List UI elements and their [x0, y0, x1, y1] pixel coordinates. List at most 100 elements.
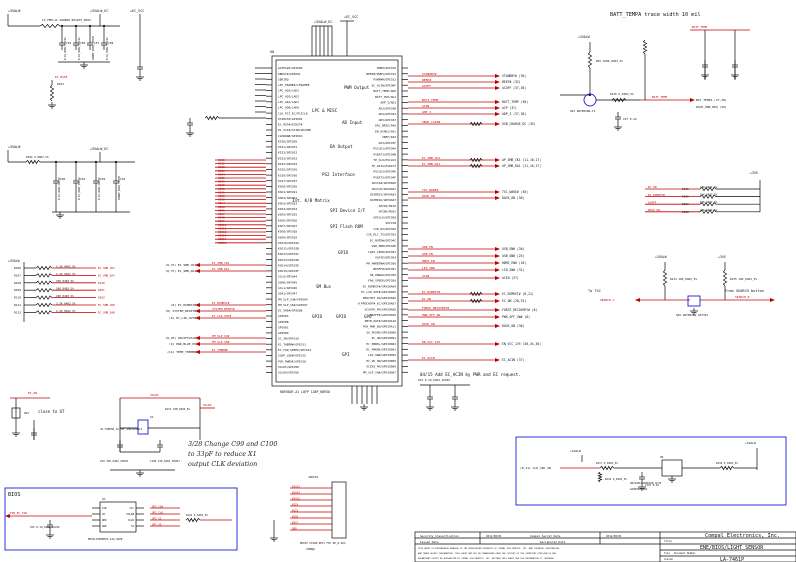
search-rail-2: +3VS: [718, 255, 726, 259]
block-da: DA Output: [330, 144, 353, 149]
rail-3valw: +3VALW: [8, 9, 21, 13]
cap-ref: C61: [80, 177, 85, 181]
block-gpio-right: GPIO: [338, 250, 349, 255]
ic-right-pin-name: PSCLK1/GPIO4A: [373, 147, 396, 151]
ic-left-pin-name: KSI2/GPIO32: [278, 151, 297, 155]
right-net-dest: BATT_TEMP (38): [502, 100, 528, 104]
kb-net-label: KSI6: [218, 180, 225, 184]
right-net-name: ACOFF: [422, 84, 431, 88]
change-note-3: output CLK deviation: [188, 460, 257, 468]
mid-filter-cap: [73, 176, 79, 188]
ground-symbol: [56, 212, 64, 219]
change-note-2: to 33pF to reduce X1: [188, 450, 257, 458]
filter-cap: [59, 38, 65, 50]
resistor-ref: R101: [57, 82, 64, 86]
ic-right-pin-name: PBTN_OUT#/GPXIOA10: [365, 319, 397, 323]
pullup-ref: R107: [14, 273, 21, 277]
ic-left-pin-name: KSO3/GPIO23: [278, 201, 297, 205]
search-net-right-label: SEARCH_R: [735, 295, 750, 299]
search-transistor-box: [687, 295, 701, 307]
ic-left-pin-name: XCLKI/GPIO5D: [278, 365, 299, 369]
cap-ref: C56: [80, 41, 85, 45]
ic-right-pin-name: AD5/GPIO43: [379, 118, 397, 122]
right-net-name: BATT_TEMP: [422, 98, 438, 102]
pullup-value: 10K_0402_5%: [56, 294, 74, 298]
connector-net-name: KSO14: [292, 490, 300, 494]
ls-r1: [599, 465, 615, 471]
right-net-name: ACIN: [422, 274, 429, 278]
right-offpage-arrow: [495, 261, 500, 265]
company-name: Compal Electronics, Inc.: [705, 533, 780, 539]
filter-cap: [101, 38, 107, 50]
right-offpage-arrow: [495, 158, 500, 162]
sw-net: EC_ON: [28, 391, 37, 395]
kb-net-label: KSI2: [218, 165, 225, 169]
block-gpi: GPI: [342, 352, 350, 357]
right-net-name: USB_EN: [422, 245, 433, 249]
ic-right-pin-name: CIR_RLC_TX/GPIO52: [366, 233, 396, 237]
ic-right-pin-name: SPIDI/MISO: [379, 204, 397, 208]
pullup-resistor: [35, 295, 53, 300]
right-net-name: ADP_I: [422, 110, 431, 114]
ic-right-pin-name: VGATE/GPIO54: [375, 256, 396, 260]
kb-net-label: KSI7: [218, 183, 225, 187]
pullup-resistor: [35, 302, 53, 308]
vcc-cap: [137, 62, 143, 74]
bios-ic: [99, 501, 137, 533]
left-net-name: EC_RSMRST#: [212, 301, 230, 305]
ec-ic-inner: [275, 59, 399, 383]
pullup-resistor: [35, 273, 53, 278]
cap-value: 0.1U_0402_16V4Z: [57, 177, 61, 200]
batt-trace-note: BATT_TEMPA trace width 10 mil: [610, 12, 701, 18]
crystal-c2: C100 33P_0402_50V8J: [150, 459, 180, 463]
ic-left-pin-name: EC_RST#/ECRST#: [278, 123, 303, 127]
pullup-value: 2.2K_0402_5%: [56, 309, 76, 313]
ic-right-pin-name: EC_PWROK/GPXIOD03: [366, 347, 396, 351]
right-net-dest: EC_ACIN (37): [502, 358, 524, 362]
crystal-xo: XCLKO: [203, 403, 212, 407]
part-number: LA-7461P: [720, 557, 744, 562]
ic-right-pin-name: EC_MUTE#/GPIO4C: [370, 238, 396, 242]
ic-right-pin-name: DAC_BRIG/DA0: [375, 124, 396, 128]
connector-net-name: KSI5: [292, 508, 299, 512]
cap-ref: C63: [120, 177, 125, 181]
ic-right-pin-name: AD3/GPIO3B: [379, 106, 397, 110]
ic-right-pin-name: FANPWM/GPIO12: [373, 78, 396, 82]
right-net-dest: ACOFF (37,38): [502, 86, 526, 90]
block-gpio-right2: GPIO: [336, 314, 347, 319]
block-ad: AD Input: [342, 120, 363, 125]
right-net-dest: STANDBY# (36): [502, 74, 526, 78]
bios-pin-name: GND: [102, 524, 107, 528]
ls-rail-1: +3VALW: [570, 449, 581, 453]
mid-filter-cap: [53, 176, 59, 188]
ic-right-pin-name: PWM0/GPIO10: [377, 66, 396, 70]
block-spi-device: SPI Device I/F: [330, 208, 366, 213]
bios-ref: U7: [102, 497, 106, 501]
kb-net-label: KSO3: [218, 198, 225, 202]
mid-filter-cap: [113, 176, 119, 188]
bios-pin-name: VCC: [129, 506, 134, 510]
ground-symbol: [360, 404, 368, 411]
ls-r2-label: R118 0_0402_5%: [716, 461, 738, 465]
right-offpage-arrow: [495, 80, 500, 84]
to-tsc-note: To TSC: [588, 289, 601, 293]
block-pwm: PWM Output: [344, 85, 370, 90]
rpull-resistor: [699, 209, 717, 215]
switch-ref: SW1: [24, 411, 29, 415]
ground-symbol: [80, 62, 88, 69]
right-net-name: STANDBY#: [422, 72, 437, 76]
pullup-net: EC_SMB_DA0: [98, 310, 115, 314]
right-net-dest: PWR_OFF_SW# (8): [502, 315, 530, 319]
bottom-cap: [427, 392, 433, 404]
bios-net-name: SPI_SO: [152, 522, 162, 526]
bios-pin-name: HOLD#: [126, 512, 134, 516]
rpull-rail-label: +3VS: [750, 171, 758, 175]
connector-ref: JDOCK1: [308, 475, 319, 479]
rpull-ref: R127: [682, 202, 689, 206]
block-int-kb: Int. K/B Matrix: [292, 198, 330, 203]
ls-buffer-ic: [661, 459, 683, 477]
rpull-resistor: [699, 201, 717, 207]
ground-symbol: [638, 484, 646, 491]
